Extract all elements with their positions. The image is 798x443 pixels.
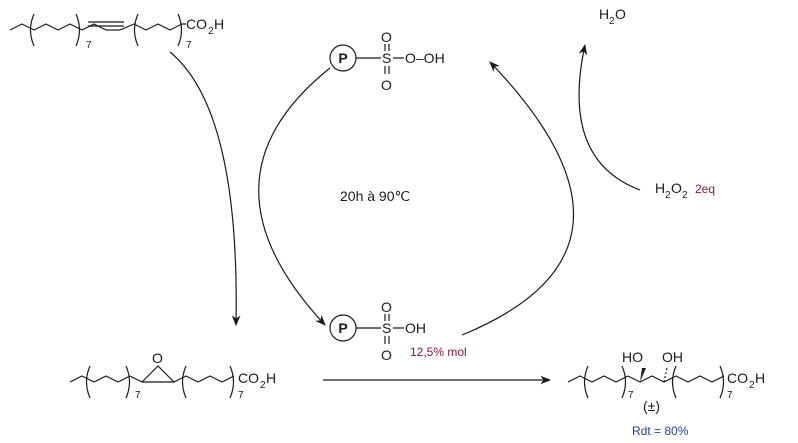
peracid-catalyst: P S O O O–OH [329, 29, 445, 93]
sulfonic-oh-group: OH [405, 320, 426, 336]
sulfonic-acid-catalyst: P S O O OH 12,5% mol [329, 299, 467, 363]
sulfonic-sulfur: S [382, 320, 391, 336]
diol-ho: HO [622, 349, 643, 365]
epoxide-oxygen: O [152, 350, 163, 366]
h2o2-o: O [671, 180, 682, 196]
oleic-acid: 7 7 CO 2 H [9, 13, 224, 51]
diol-co-2: 2 [749, 380, 755, 391]
hydrogen-peroxide: H 2 O 2 2eq [655, 180, 715, 201]
h2o2-sub-1: 2 [665, 190, 671, 201]
oleic-chain-count-left: 7 [86, 40, 92, 51]
polymer-p-top: P [338, 50, 347, 66]
diol-chain-count-right: 7 [727, 390, 733, 401]
water-o: O [615, 6, 626, 22]
epoxidation-arrow [169, 51, 241, 327]
water-subscript: 2 [609, 16, 615, 27]
h2o2-sub-2: 2 [682, 190, 688, 201]
epoxide: O 7 7 CO 2 H [69, 350, 276, 401]
peracid-peroxy-group: O–OH [405, 50, 445, 66]
oleic-chain-count-right: 7 [186, 40, 192, 51]
reaction-conditions: 20h à 90℃ [340, 188, 410, 204]
peracid-sulfur: S [382, 50, 391, 66]
cycle-right-arc [461, 61, 575, 336]
h2o2-equivalents: 2eq [695, 182, 715, 196]
catalyst-loading: 12,5% mol [410, 345, 467, 359]
cycle-left-arc [258, 67, 331, 326]
epoxide-chain-count-right: 7 [238, 390, 244, 401]
diol-chain-count-left: 7 [628, 390, 634, 401]
oleic-acid-co-2: 2 [208, 26, 214, 37]
diol-oh: OH [662, 349, 683, 365]
oleic-acid-h: H [214, 16, 224, 32]
yield-label: Rdt = 80% [632, 424, 689, 438]
epoxide-co-2: 2 [260, 380, 266, 391]
water: H 2 O [599, 6, 626, 27]
epoxide-co: CO [238, 370, 259, 386]
polymer-p-bottom: P [338, 320, 347, 336]
oleic-acid-co: CO [186, 16, 207, 32]
epoxide-h: H [266, 370, 276, 386]
diol-h: H [755, 370, 765, 386]
sulfonic-oxygen-bottom: O [381, 347, 392, 363]
diol-product: HO OH 7 7 CO 2 H (±) Rdt = 80% [567, 349, 765, 438]
diol-co: CO [727, 370, 748, 386]
peracid-oxygen-bottom: O [381, 77, 392, 93]
h2o2-h: H [655, 180, 665, 196]
water-h: H [599, 6, 609, 22]
sulfonic-oxygen-top: O [381, 299, 392, 315]
peracid-oxygen-top: O [381, 29, 392, 45]
epoxide-chain-count-left: 7 [135, 390, 141, 401]
racemic-label: (±) [643, 398, 660, 414]
water-release-arrow [578, 43, 641, 191]
